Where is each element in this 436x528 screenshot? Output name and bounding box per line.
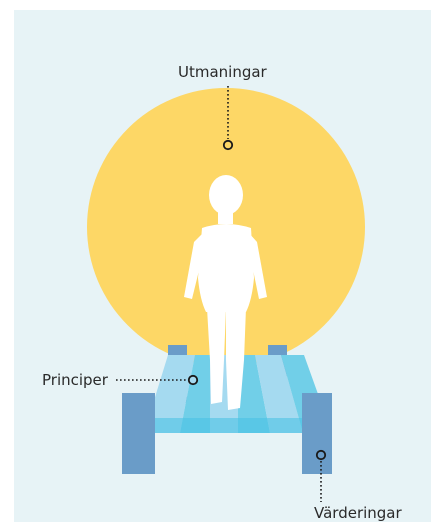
bridge-post-front-right <box>302 393 332 474</box>
leader-dot-bottom <box>317 451 325 459</box>
diagram-panel: Utmaningar Principer Värderingar <box>14 10 431 522</box>
leader-dot-left <box>189 376 197 384</box>
label-utmaningar: Utmaningar <box>178 63 267 81</box>
illustration <box>14 10 431 522</box>
bridge-post-front-left <box>122 393 155 474</box>
label-principer: Principer <box>42 371 108 389</box>
label-varderingar: Värderingar <box>314 504 402 522</box>
leader-dot-top <box>224 141 232 149</box>
